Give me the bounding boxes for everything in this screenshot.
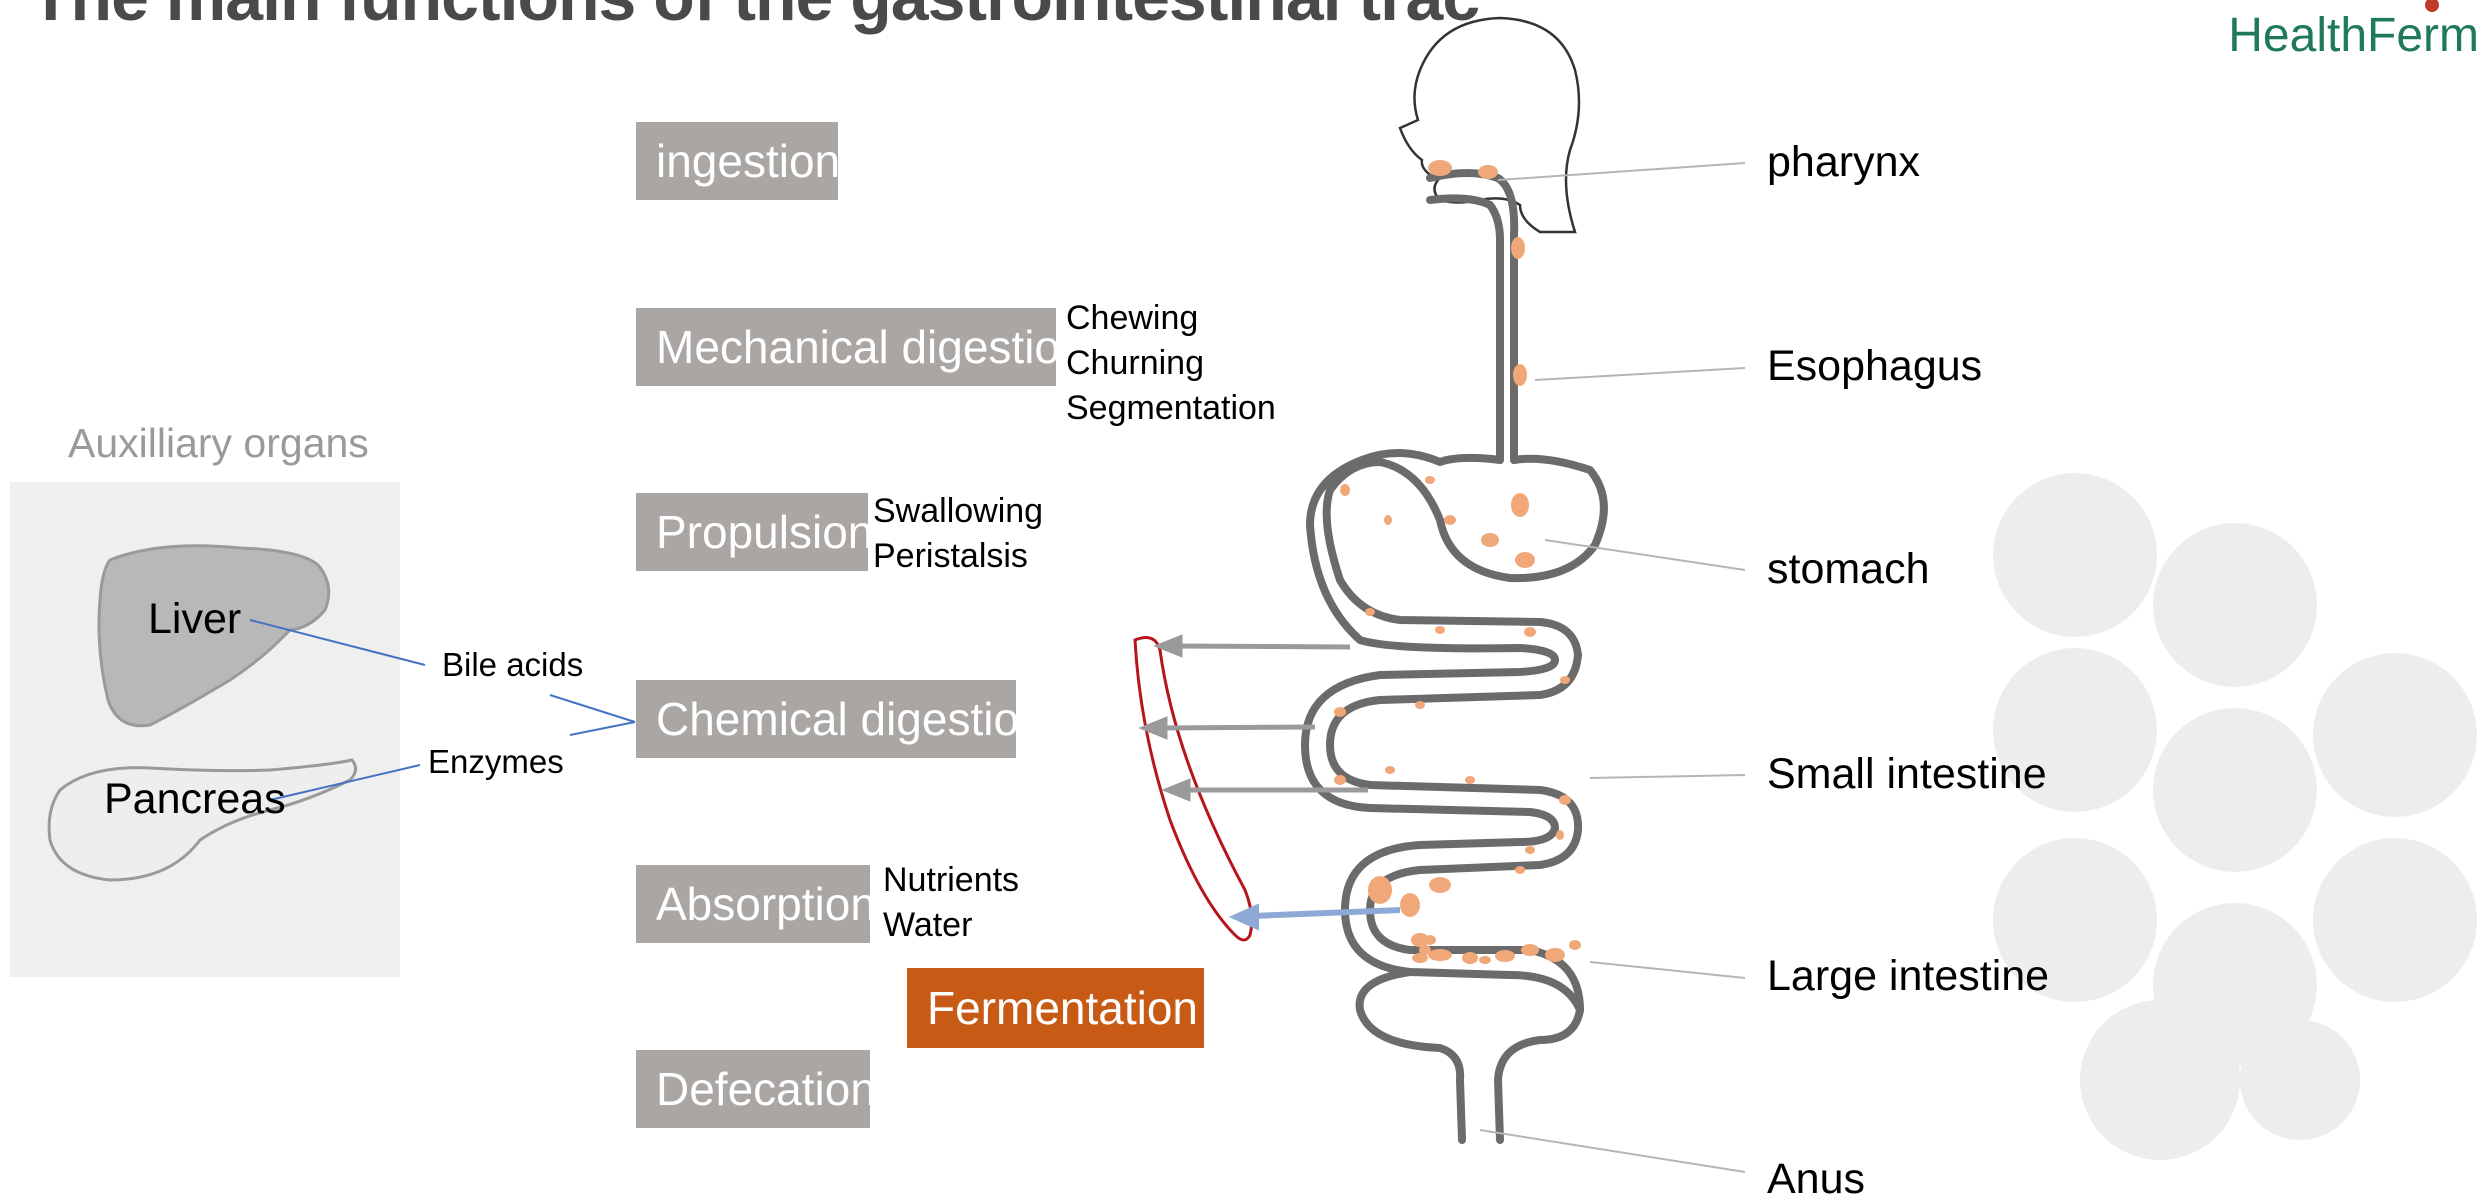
label-stomach: stomach (1767, 545, 1930, 594)
label-large-intestine: Large intestine (1767, 952, 2049, 1001)
label-anus: Anus (1767, 1155, 1865, 1204)
label-pharynx: pharynx (1767, 138, 1920, 187)
label-esophagus: Esophagus (1767, 342, 1982, 391)
label-small-intestine: Small intestine (1767, 750, 2047, 799)
